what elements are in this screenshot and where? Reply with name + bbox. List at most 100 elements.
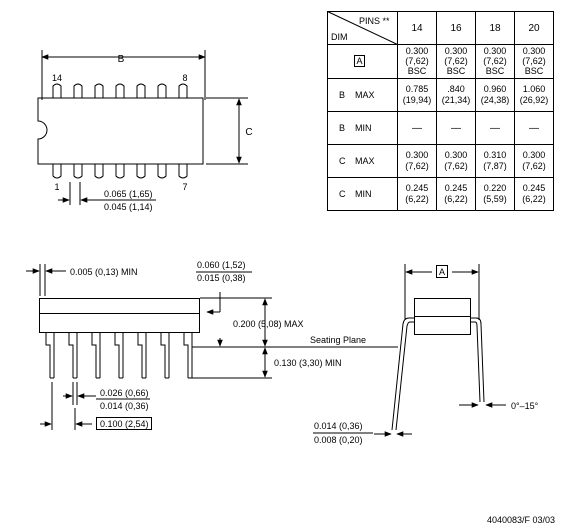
bottom-leads [52, 164, 188, 179]
side-view [26, 264, 398, 430]
row-bmin-20-value: — [529, 123, 539, 134]
angle-label: 0°–15° [511, 401, 539, 411]
thickness-max-label: 0.014 (0,36) [314, 421, 363, 431]
thickness-min-label: 0.008 (0,20) [314, 435, 363, 445]
end-lead-left-inner [395, 321, 415, 431]
row-bmax-dim-letter: B [339, 90, 345, 100]
row-cmin-18-mm: (5,59) [483, 194, 507, 204]
row-bmax-14-inch: 0.785 [406, 84, 429, 94]
row-cmin-16-inch: 0.245 [445, 183, 468, 193]
table-pins-20: 20 [528, 23, 540, 34]
row-cmax-dim-letter: C [339, 156, 346, 166]
row-cmax-14-mm: (7,62) [405, 161, 429, 171]
row-cmax-18-mm: (7,87) [483, 161, 507, 171]
end-lead-right-outer [470, 317, 485, 403]
row-bmax-16-mm: (21,34) [442, 95, 471, 105]
top-view [37, 50, 248, 205]
row-cmax-16-mm: (7,62) [444, 161, 468, 171]
row-cmax-14-inch: 0.300 [406, 150, 429, 160]
row-bmin-dim-letter: B [339, 123, 345, 133]
pin-14-label: 14 [52, 73, 62, 83]
side-view-labels: 0.005 (0,13) MIN 0.060 (1,52) 0.015 (0,3… [70, 260, 366, 429]
table-pins-14: 14 [411, 23, 423, 34]
row-bmax-14-mm: (19,94) [403, 95, 432, 105]
row-cmin-18-inch: 0.220 [484, 183, 507, 193]
dim-a-box [354, 55, 365, 67]
row-cmax-20-inch: 0.300 [523, 150, 546, 160]
table-pins-16: 16 [450, 23, 462, 34]
end-body-outline [414, 298, 471, 335]
row-a-18-note: BSC [486, 66, 505, 76]
pin-1-label: 1 [54, 182, 59, 192]
row-bmax-18-inch: 0.960 [484, 84, 507, 94]
row-a-16-note: BSC [447, 66, 466, 76]
side-leads [45, 332, 193, 379]
end-gap-label: 0.005 (0,13) MIN [70, 267, 138, 277]
row-bmin-14-value: — [412, 123, 422, 134]
seating-plane-label: Seating Plane [310, 335, 366, 345]
row-a-20-note: BSC [525, 66, 544, 76]
pitch-basic-box [96, 417, 152, 430]
dimension-table [327, 11, 554, 211]
row-bmin-18-value: — [490, 123, 500, 134]
end-view-labels: A 0°–15° 0.014 (0,36) 0.008 (0,20) [314, 267, 539, 445]
table-header-pins: PINS ** [359, 16, 390, 26]
end-lead-left-outer [391, 317, 415, 431]
dim-a-end-label: A [439, 267, 445, 277]
pitch-label: 0.100 (2,54) [100, 419, 149, 429]
dim-c-label: C [245, 127, 252, 138]
row-cmin-14-mm: (6,22) [405, 194, 429, 204]
drawing-id: 4040083/F 03/03 [487, 515, 555, 525]
row-bmax-16-inch: .840 [447, 84, 465, 94]
row-cmin-16-mm: (6,22) [444, 194, 468, 204]
dim-b-label: B [118, 54, 125, 65]
row-bmax-18-mm: (24,38) [481, 95, 510, 105]
end-view [313, 264, 506, 437]
row-a-18-inch: 0.300 [484, 46, 507, 56]
row-a-16-mm: (7,62) [444, 56, 468, 66]
row-bmin-dim-qual: MIN [355, 123, 372, 133]
row-cmax-16-inch: 0.300 [445, 150, 468, 160]
top-body-outline [37, 97, 204, 165]
row-bmax-dim-qual: MAX [355, 90, 375, 100]
pin-7-label: 7 [182, 182, 187, 192]
end-lead-right-inner [470, 321, 481, 403]
row-a-20-inch: 0.300 [523, 46, 546, 56]
shoulder-min-label: 0.015 (0,38) [197, 273, 246, 283]
row-a-14-note: BSC [408, 66, 427, 76]
row-a-14-mm: (7,62) [405, 56, 429, 66]
body-height-label: 0.200 (5,08) MAX [233, 319, 304, 329]
lead-width-min-label: 0.045 (1,14) [104, 202, 153, 212]
row-cmin-20-inch: 0.245 [523, 183, 546, 193]
top-view-labels: B C 14 8 1 7 0.065 (1,65) 0.045 (1,14) [52, 54, 253, 212]
row-cmax-20-mm: (7,62) [522, 161, 546, 171]
row-bmax-20-mm: (26,92) [520, 95, 549, 105]
row-cmin-20-mm: (6,22) [522, 194, 546, 204]
row-a-14-inch: 0.300 [406, 46, 429, 56]
row-a-18-mm: (7,62) [483, 56, 507, 66]
table-header-diagonal [327, 11, 398, 45]
row-cmin-dim-letter: C [339, 189, 346, 199]
side-lead-width-max-label: 0.026 (0,66) [100, 388, 149, 398]
shoulder-max-label: 0.060 (1,52) [197, 260, 246, 270]
dimension-table-text: PINS ** DIM 14 16 18 20 A 0.300 (7,62) B… [331, 16, 548, 204]
top-leads [52, 83, 188, 98]
lead-length-label: 0.130 (3,30) MIN [274, 358, 342, 368]
row-cmax-18-inch: 0.310 [484, 150, 507, 160]
row-bmax-20-inch: 1.060 [523, 84, 546, 94]
table-header-dim: DIM [331, 32, 348, 42]
row-cmin-14-inch: 0.245 [406, 183, 429, 193]
row-bmin-16-value: — [451, 123, 461, 134]
dim-a-end-box [436, 265, 448, 278]
row-a-16-inch: 0.300 [445, 46, 468, 56]
table-pins-18: 18 [489, 23, 501, 34]
side-body-outline [39, 298, 200, 333]
row-a-dim-letter: A [356, 56, 362, 66]
row-cmin-dim-qual: MIN [355, 189, 372, 199]
lead-width-max-label: 0.065 (1,65) [104, 189, 153, 199]
side-lead-width-min-label: 0.014 (0,36) [100, 401, 149, 411]
row-cmax-dim-qual: MAX [355, 156, 375, 166]
row-a-20-mm: (7,62) [522, 56, 546, 66]
pin-8-label: 8 [182, 73, 187, 83]
